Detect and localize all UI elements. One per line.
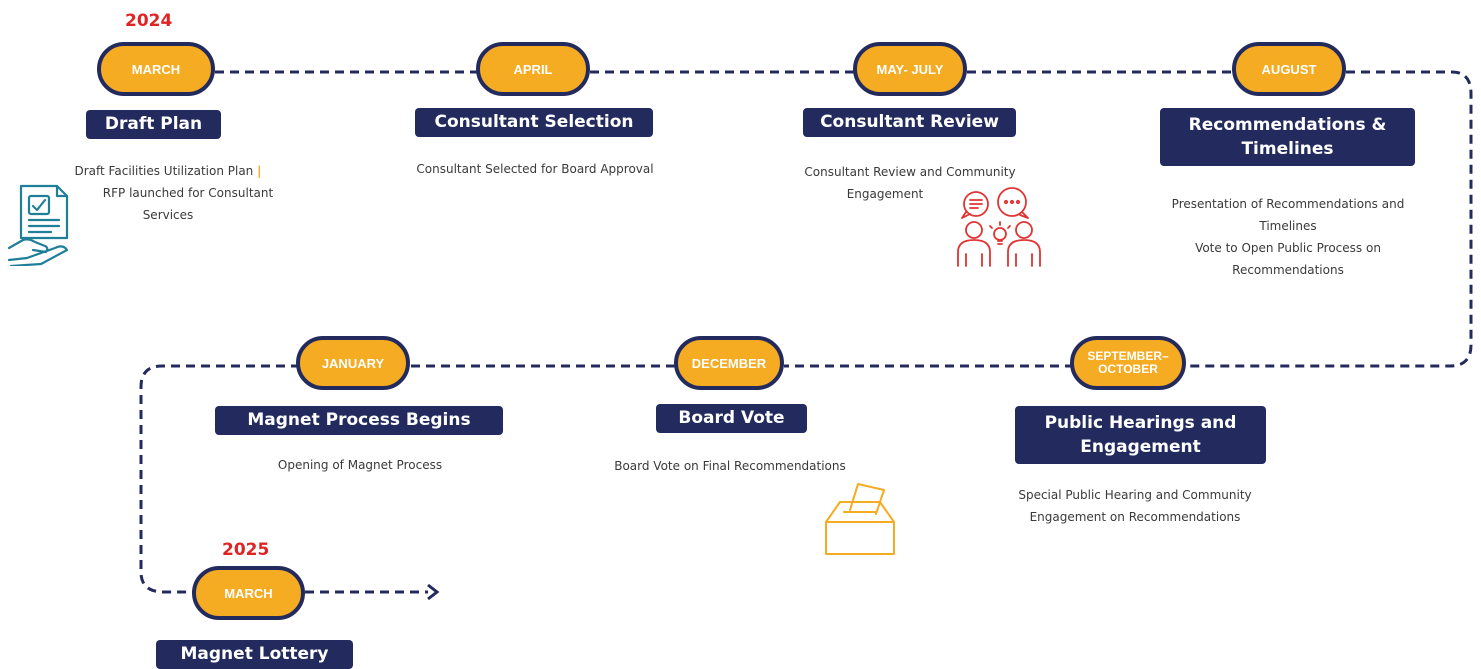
step-title-consultant-selection: Consultant Selection xyxy=(415,108,653,137)
milestone-january: JANUARY xyxy=(296,336,410,390)
milestone-april: APRIL xyxy=(476,42,590,96)
ballot-box-icon xyxy=(825,483,895,555)
step-desc-consultant-review: Consultant Review and Community Engageme… xyxy=(804,165,1016,201)
step-desc-draft-plan: Draft Facilities Utilization Plan | RFP … xyxy=(74,164,274,222)
year-label-start: 2024 xyxy=(125,11,173,31)
step-title-magnet-lottery: Magnet Lottery xyxy=(156,640,353,669)
step-desc-recommendations-timelines: Presentation of Recommendations and Time… xyxy=(1171,197,1405,277)
milestone-march-2025: MARCH xyxy=(192,566,305,620)
step-desc-consultant-selection: Consultant Selected for Board Approval xyxy=(416,162,654,176)
milestone-march-2024: MARCH xyxy=(97,42,215,96)
community-discussion-icon xyxy=(957,187,1041,267)
year-label-end: 2025 xyxy=(222,540,270,560)
step-desc-public-hearings: Special Public Hearing and Community Eng… xyxy=(1018,488,1252,524)
document-hand-icon xyxy=(7,184,69,266)
milestone-may-july: MAY- JULY xyxy=(853,42,967,96)
step-title-magnet-process-begins: Magnet Process Begins xyxy=(215,406,503,435)
step-title-board-vote: Board Vote xyxy=(656,404,807,433)
milestone-september-october: SEPTEMBER–OCTOBER xyxy=(1070,336,1186,390)
step-title-recommendations-timelines: Recommendations &Timelines xyxy=(1160,108,1415,166)
timeline-arrowhead xyxy=(427,583,440,601)
step-title-consultant-review: Consultant Review xyxy=(803,108,1016,137)
milestone-august: AUGUST xyxy=(1232,42,1346,96)
step-title-draft-plan: Draft Plan xyxy=(86,110,221,139)
step-desc-magnet-process: Opening of Magnet Process xyxy=(277,458,443,472)
milestone-december: DECEMBER xyxy=(674,336,784,390)
step-desc-board-vote: Board Vote on Final Recommendations xyxy=(614,459,846,473)
